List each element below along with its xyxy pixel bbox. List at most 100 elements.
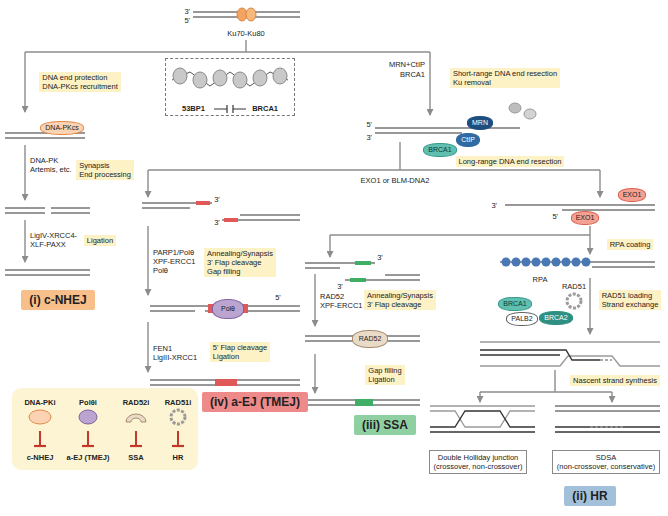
node-text: Gap filling (368, 366, 401, 375)
pathway-name: c-NHEJ (27, 453, 54, 462)
dna-strand (5, 212, 45, 213)
rad51-filament (567, 294, 581, 308)
rpa-protein (572, 258, 581, 267)
protein-shape: BRCA1 (423, 143, 456, 157)
annotation-label: RAD52 (320, 292, 344, 301)
annotation-label: 5' (275, 293, 281, 302)
node-text: Ku removal (453, 78, 557, 87)
node-text: Double Holliday junction (434, 453, 523, 462)
dna-strand (5, 269, 90, 270)
inhibition-line (233, 109, 246, 110)
node-text: (iii) SSA (362, 418, 408, 432)
protein-shape: RAD52 (352, 330, 389, 348)
dna-strand (249, 16, 300, 17)
rad51-icon (171, 410, 185, 424)
inhibitor-icon: Polθi (79, 398, 97, 427)
flow-line (245, 40, 246, 52)
protein-shape: CtIP (456, 133, 480, 147)
annotation-label: 3' (337, 282, 343, 291)
protein-shape: EXO1 (618, 188, 647, 202)
dna-strand (555, 410, 660, 411)
protein-shape: DNA-PKcs (40, 121, 83, 135)
node-text: RAD52 (359, 335, 382, 343)
annotation-label: 3' (377, 253, 383, 262)
annotation-label: EXO1 or BLM-DNA2 (361, 176, 430, 185)
inhibition-bar (34, 445, 46, 447)
flow-line (314, 274, 315, 326)
inhibition-bar (82, 445, 94, 447)
dna-strand (562, 209, 655, 210)
step-label-box: RAD51 loadingStrand exchange (599, 290, 662, 310)
step-label-box: Annealing/Synapsis3' Flap cleavage (364, 290, 436, 310)
inhibition-line (87, 431, 89, 446)
node-text: DNA-PKcs (45, 124, 78, 132)
dna-segment (224, 218, 238, 222)
inhibitor-icon: DNA-PKi (24, 398, 55, 427)
dna-strand (555, 426, 660, 427)
node-text: (non-crossover, conservative) (557, 462, 655, 471)
pol-theta-icon (79, 410, 97, 424)
protein-shape: MRN (467, 116, 493, 130)
flow-line (399, 142, 400, 170)
dna-strand (5, 137, 85, 138)
dna-strand (385, 274, 420, 275)
flow-line (611, 392, 612, 402)
nascent-strand (590, 426, 625, 427)
rpa-protein (522, 258, 531, 267)
nucleosome (193, 72, 207, 88)
rpa-protein (532, 258, 541, 267)
step-label-box: Nascent strand synthesis (570, 375, 660, 386)
flow-line (599, 170, 600, 197)
flow-line (554, 370, 555, 392)
flow-line (429, 52, 430, 115)
nucleosome (273, 68, 287, 84)
annotation-label: MRN+CtIP (389, 60, 425, 69)
annotation-label: Polθ (153, 266, 168, 275)
node-text: Ligation (87, 236, 113, 245)
pathway-box: (i) c-NHEJ (21, 290, 94, 310)
inhibition-line (214, 109, 227, 110)
flow-line (148, 169, 600, 170)
flow-line (24, 145, 25, 200)
dna-strand (249, 11, 300, 12)
inhibition-bar (226, 105, 227, 113)
inhibition-bar (130, 445, 142, 447)
pathway-name: a-EJ (TMEJ) (67, 453, 110, 462)
dna-segment (355, 399, 373, 406)
dna-strand (5, 207, 45, 208)
dna-segment (350, 278, 366, 282)
dna-strand (375, 132, 462, 133)
flow-line (329, 235, 330, 257)
pathway-box: (iv) a-EJ (TMEJ) (202, 392, 308, 412)
inhibitor-icon: RAD51i (165, 398, 192, 427)
dna-strand (142, 207, 190, 208)
step-label-box: SynapsisEnd processing (76, 160, 134, 180)
node-text: 53BP1 (182, 104, 205, 113)
node-text: DNA-PKcs recruitment (42, 82, 117, 91)
dna-segment (196, 201, 210, 205)
pathway-box: (ii) HR (564, 486, 615, 506)
annotation-label: 3' (491, 201, 497, 210)
protein-shape: PALB2 (506, 312, 537, 326)
annotation-label: PARP1/Polθ (153, 248, 194, 257)
annotation-label: 5' (184, 16, 190, 25)
node-text: Short-range DNA end resection (453, 69, 557, 78)
node-text: MRN (472, 119, 488, 127)
node-text: Ligation (368, 375, 401, 384)
annotation-label: XPF-ERCC1 (153, 257, 196, 266)
node-text: RPA coating (610, 240, 651, 249)
protein-shape: BRCA1 (498, 297, 531, 311)
node-text: RAD51i (165, 398, 192, 407)
chromatin-fiber (172, 72, 288, 86)
icon-space (24, 407, 55, 427)
nascent-strand (600, 359, 612, 360)
node-text: Gap filling (207, 267, 273, 276)
ku-removed (509, 103, 521, 113)
node-text: Synapsis (79, 161, 131, 170)
flow-line (147, 170, 148, 197)
dna-strand (240, 214, 300, 215)
dna-pkcs-icon (29, 410, 51, 424)
step-label-box: Ligation (84, 235, 116, 246)
outcome-box: SDSA(non-crossover, conservative) (552, 450, 660, 474)
